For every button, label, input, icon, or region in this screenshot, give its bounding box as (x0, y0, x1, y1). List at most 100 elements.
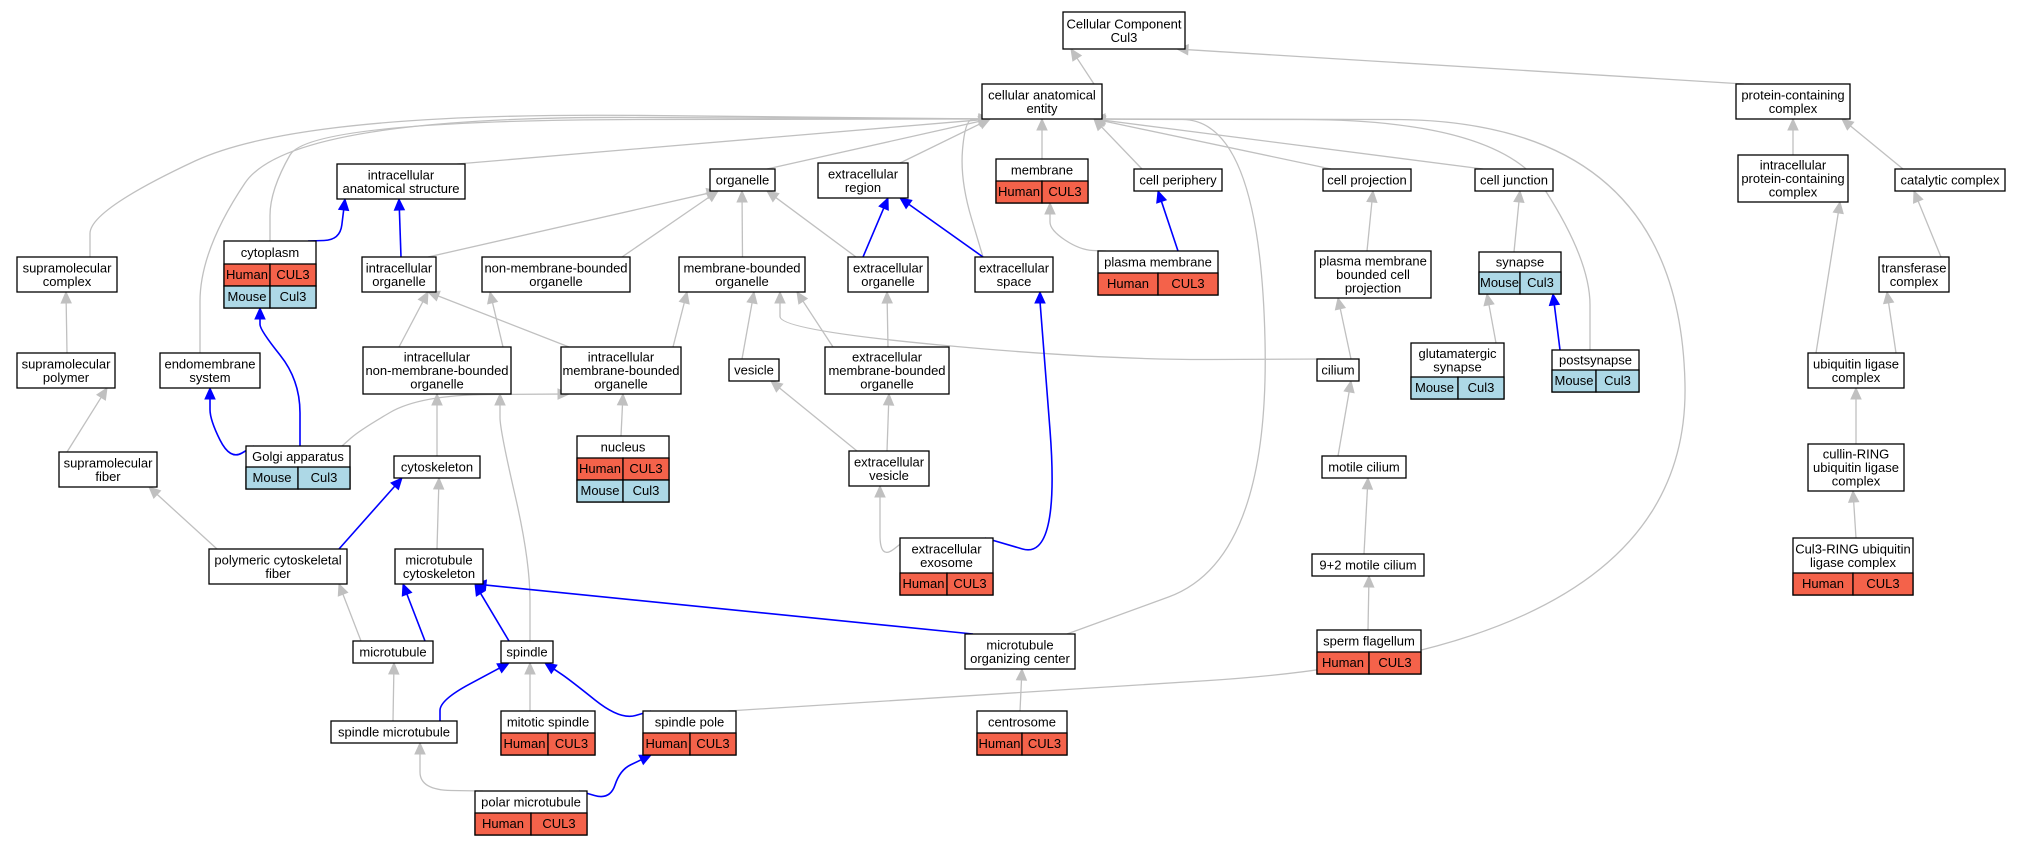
edge-arrowhead (1850, 386, 1862, 400)
term-label-line: organelle (372, 274, 426, 289)
term-label-line: cytoskeleton (401, 460, 473, 475)
edge-arrowhead (678, 290, 690, 305)
edge-line (392, 673, 395, 722)
mouse-annotation-cell (1595, 369, 1640, 393)
term-node-n92[interactable]: 9+2 motile cilium (1311, 553, 1425, 577)
mouse-annotation-text: Mouse (227, 289, 266, 304)
mouse-annotation-text: Cul3 (311, 470, 338, 485)
edge-arrowhead (390, 477, 403, 491)
edge-line (779, 303, 1326, 361)
mouse-annotation-text: Cul3 (280, 289, 307, 304)
term-label-line: intracellular (368, 167, 435, 182)
term-node-spd[interactable]: spindle (500, 640, 554, 664)
edge-pcf-to-cytsk (338, 477, 403, 550)
human-annotation-text: CUL3 (1171, 276, 1204, 291)
term-node-catc[interactable]: catalytic complex (1894, 168, 2006, 192)
term-label-line: supramolecular (23, 260, 113, 275)
edge-post-to-syn (1548, 292, 1561, 351)
term-node-cytsk[interactable]: cytoskeleton (393, 455, 481, 479)
human-annotation-text: Human (579, 461, 621, 476)
edge-line (1076, 57, 1095, 85)
term-node-cper[interactable]: cell periphery (1133, 168, 1223, 192)
term-box (1807, 443, 1905, 492)
term-node-ves[interactable]: vesicle (728, 358, 780, 382)
edge-line (886, 404, 890, 452)
edge-exo-to-exr (862, 196, 889, 258)
edge-arrowhead (1366, 189, 1378, 204)
edge-golgi-to-ems (204, 386, 255, 456)
term-node-org[interactable]: organelle (709, 168, 776, 192)
term-node-motc[interactable]: motile cilium (1321, 455, 1407, 479)
edge-arrowhead (882, 392, 895, 406)
term-label-line: space (997, 274, 1032, 289)
edge-line (1887, 302, 1897, 354)
term-node-mt[interactable]: microtubule (352, 640, 434, 664)
edge-nuc-to-imbo (616, 392, 629, 437)
term-node-inmbo[interactable]: intracellularnon-membrane-boundedorganel… (362, 346, 512, 395)
term-label-line: endomembrane (164, 356, 255, 371)
term-node-smt[interactable]: spindle microtubule (330, 720, 458, 744)
term-label-line: spindle pole (655, 715, 724, 730)
term-label-line: synapse (1496, 255, 1544, 270)
term-box (1807, 352, 1905, 389)
edge-line (779, 387, 858, 452)
term-label-line: exosome (920, 555, 973, 570)
term-box (974, 256, 1054, 293)
edge-arrowhead (1832, 200, 1844, 215)
term-node-cj[interactable]: cell junction (1474, 168, 1554, 192)
term-box (709, 168, 776, 192)
human-annotation-text: Human (226, 267, 268, 282)
mouse-annotation-text: Cul3 (1527, 275, 1554, 290)
edge-spd-to-inmbo (494, 392, 531, 642)
human-annotation-cell (547, 732, 596, 756)
term-node-cil[interactable]: cilium (1316, 358, 1360, 382)
term-label-line: complex (1832, 370, 1881, 385)
edge-pcf-to-supf (148, 486, 218, 550)
term-node-cproj[interactable]: cell projection (1322, 168, 1412, 192)
edge-arrowhead (254, 306, 266, 320)
edge-line (65, 302, 68, 354)
term-box (678, 256, 806, 293)
term-box (1133, 168, 1223, 192)
